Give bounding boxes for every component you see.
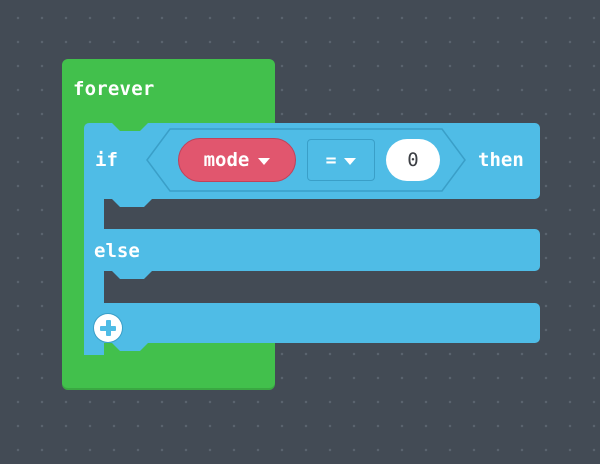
variable-name: mode (203, 149, 250, 171)
then-empty-area (104, 199, 540, 229)
operator-symbol: = (325, 149, 337, 171)
operator-dropdown[interactable]: = (307, 139, 375, 181)
if-block-top-notch (112, 123, 148, 131)
else-slot-tab (104, 271, 164, 279)
number-value: 0 (407, 149, 419, 171)
chevron-down-icon (344, 157, 357, 165)
else-label: else (94, 240, 140, 262)
if-else-footer[interactable] (84, 303, 540, 343)
forever-label: forever (73, 78, 155, 100)
number-input[interactable]: 0 (386, 139, 440, 181)
then-slot-tab (104, 199, 164, 207)
if-label: if (95, 149, 118, 171)
then-label: then (478, 149, 524, 171)
chevron-down-icon (258, 157, 271, 165)
variable-dropdown[interactable]: mode (178, 138, 296, 182)
plus-circle-icon[interactable] (94, 314, 122, 342)
if-block-bottom-tab (112, 343, 148, 351)
else-row[interactable] (84, 229, 540, 271)
else-empty-area (104, 271, 540, 303)
